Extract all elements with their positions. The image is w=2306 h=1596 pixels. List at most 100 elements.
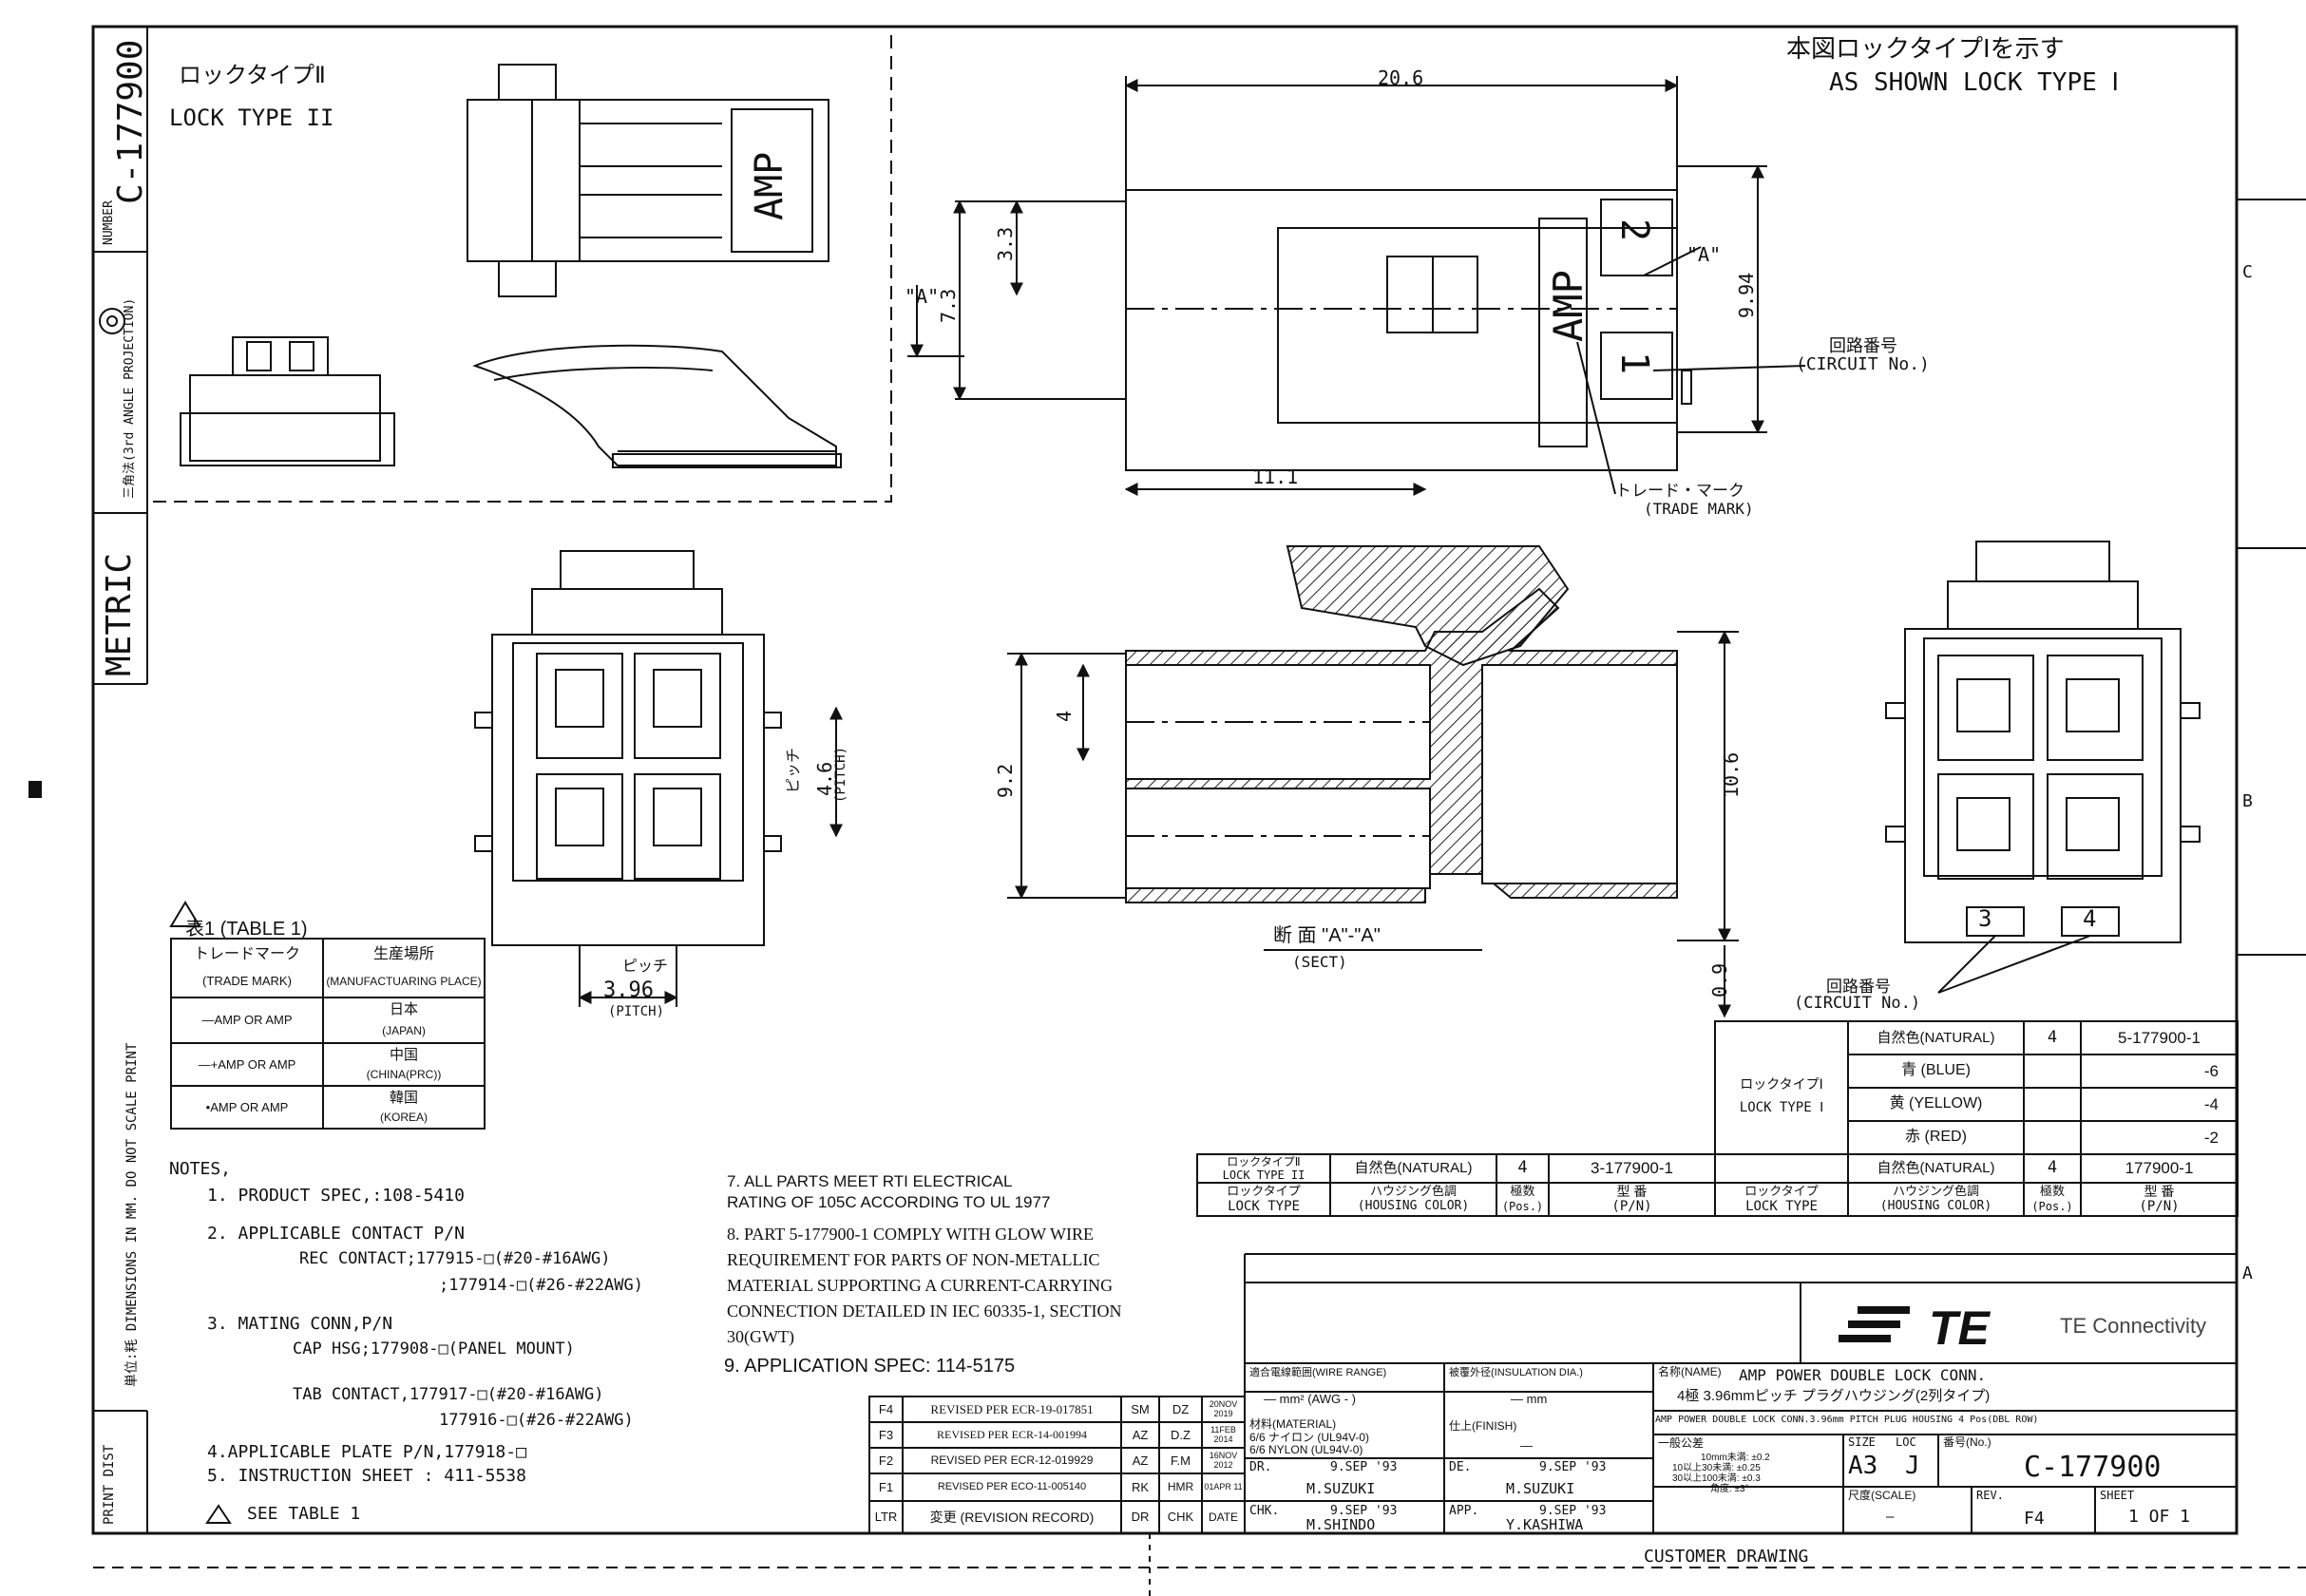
note-3b: TAB CONTACT,177917-□(#20-#16AWG): [293, 1385, 604, 1404]
pn-right-lock-jp: ロックタイプⅠ: [1740, 1075, 1823, 1092]
pn-left-color: 自然色(NATURAL): [1354, 1160, 1473, 1177]
pn-right-color-2: 黄 (YELLOW): [1889, 1095, 1983, 1112]
rev-label: REV.: [1976, 1489, 2004, 1502]
section-a-left: "A": [905, 285, 940, 308]
product-name-1: AMP POWER DOUBLE LOCK CONN.: [1739, 1366, 1987, 1384]
wire-range-label: 適合電線範囲(WIRE RANGE): [1249, 1367, 1387, 1378]
header-lock-type-jp: 本図ロックタイプⅠを示す: [1786, 34, 2065, 63]
pn-left-h-color-jp: ハウジング色調: [1369, 1184, 1457, 1199]
material-value: 6/6 NYLON (UL94V-0): [1249, 1443, 1363, 1456]
table1-title: 表1 (TABLE 1): [185, 919, 308, 940]
pn-right-color-0: 自然色(NATURAL): [1877, 1029, 1995, 1046]
rev-date-0: 20NOV 2019: [1209, 1399, 1238, 1418]
tolerance-label: 一般公差: [1658, 1436, 1705, 1450]
lock-type-2-jp: ロックタイプⅡ: [179, 63, 326, 88]
chk-name: M.SHINDO: [1306, 1516, 1376, 1533]
tolerance-3: 30以上100未満: ±0.3: [1672, 1473, 1761, 1484]
note-8c: MATERIAL SUPPORTING A CURRENT-CARRYING: [727, 1276, 1114, 1295]
print-dist-label: PRINT DIST: [102, 1444, 117, 1525]
pn-right-h-pos-jp: 極数: [2039, 1184, 2065, 1199]
pn-right-h-lock-jp: ロックタイプ: [1744, 1184, 1819, 1199]
pn-right-h-color-jp: ハウジング色調: [1892, 1184, 1979, 1199]
pn-right-pn-4: 177900-1: [2125, 1159, 2194, 1178]
pitch-jp: ピッチ: [622, 959, 669, 975]
dim-9-94: 9.94: [1735, 272, 1758, 318]
notes-title: NOTES,: [169, 1159, 232, 1179]
pitch-label: (PITCH): [608, 1004, 665, 1019]
note-8a: 8. PART 5-177900-1 COMPLY WITH GLOW WIRE: [727, 1225, 1094, 1244]
note-8b: REQUIREMENT FOR PARTS OF NON-METALLIC: [727, 1250, 1100, 1269]
note-8e: 30(GWT): [727, 1327, 794, 1346]
app-date: 9.SEP '93: [1539, 1504, 1607, 1518]
zone-letter-c: C: [2242, 262, 2253, 282]
dim-10-6: 10.6: [1720, 751, 1743, 798]
tolerance-1: 10mm未満: ±0.2: [1701, 1453, 1770, 1463]
rev-ltr-2: F2: [878, 1453, 894, 1468]
pn-right-pos-0: 4: [2047, 1027, 2058, 1047]
rev-chk-1: D.Z: [1171, 1427, 1191, 1442]
sheet-value: 1 OF 1: [2128, 1507, 2191, 1527]
drawing-no-label: 番号(No.): [1943, 1435, 1992, 1449]
rev-chk-2: F.M: [1171, 1453, 1191, 1468]
rev-value: F4: [2024, 1509, 2045, 1529]
pn-right-h-lock: LOCK TYPE: [1745, 1198, 1818, 1214]
dr-date: 9.SEP '93: [1330, 1460, 1398, 1474]
rev-desc-2: REVISED PER ECR-12-019929: [930, 1454, 1094, 1468]
dim-3-96: 3.96: [603, 978, 654, 1002]
pn-left-h-pn: (P/N): [1611, 1198, 1652, 1214]
circuit-number-1: 1: [1612, 351, 1657, 375]
wire-range-value: — mm² (AWG - ): [1264, 1392, 1356, 1406]
pn-left-pn: 3-177900-1: [1591, 1159, 1673, 1178]
pn-left-h-lock: LOCK TYPE: [1228, 1198, 1300, 1214]
pn-right-pn-3: -2: [2203, 1128, 2219, 1147]
table1-header-mark-jp: トレードマーク: [193, 945, 300, 962]
table1-place-jp-1: 中国: [389, 1047, 418, 1064]
rev-ltr-0: F4: [878, 1401, 894, 1416]
rev-h-ltr: LTR: [874, 1510, 898, 1525]
pn-left-pos: 4: [1517, 1158, 1528, 1178]
pn-right-pn-0: 5-177900-1: [2118, 1028, 2201, 1047]
rev-ltr-1: F3: [878, 1427, 894, 1442]
note-2: 2. APPLICABLE CONTACT P/N: [207, 1224, 465, 1244]
circuit-number-3: 3: [1978, 905, 1992, 932]
dim-0-9: 0.9: [1708, 962, 1731, 998]
note-3: 3. MATING CONN,P/N: [207, 1314, 393, 1334]
product-name-2: 4極 3.96mmピッチ プラグハウジング(2列タイプ): [1677, 1388, 1991, 1404]
dim-4: 4: [1053, 710, 1076, 722]
pn-right-h-pos: (Pos.): [2031, 1199, 2073, 1213]
number-label: NUMBER: [102, 200, 116, 245]
trade-mark-label: (TRADE MARK): [1644, 500, 1754, 518]
table1-place-1: (CHINA(PRC)): [366, 1067, 442, 1081]
rev-date-1: 11FEB 2014: [1210, 1425, 1236, 1444]
pn-right-color-4: 自然色(NATURAL): [1877, 1160, 1995, 1177]
rev-chk-0: DZ: [1172, 1401, 1190, 1416]
table1-mark-1: —+AMP OR AMP: [198, 1056, 296, 1072]
pn-left-h-pos-jp: 極数: [1510, 1184, 1535, 1199]
pn-right-pn-1: -6: [2203, 1061, 2219, 1080]
circuit-number-2: 2: [1612, 218, 1657, 242]
rev-h-dr: DR: [1131, 1510, 1150, 1525]
sheet-label: SHEET: [2100, 1489, 2135, 1502]
table1-place-jp-2: 韓国: [389, 1090, 418, 1107]
pitch-label-vertical: (PITCH): [833, 746, 848, 803]
note-5: 5. INSTRUCTION SHEET : 411-5538: [207, 1466, 526, 1486]
insulation-value: — mm: [1511, 1392, 1548, 1406]
chk-date: 9.SEP '93: [1330, 1504, 1398, 1518]
rev-desc-0: REVISED PER ECR-19-017851: [930, 1401, 1094, 1416]
pn-left-h-lock-jp: ロックタイプ: [1227, 1184, 1301, 1199]
pn-left-lock-jp: ロックタイプⅡ: [1227, 1154, 1301, 1168]
dim-20-6: 20.6: [1378, 66, 1424, 89]
note-7a: 7. ALL PARTS MEET RTI ELECTRICAL: [727, 1172, 1013, 1190]
table1-mark-0: —AMP OR AMP: [201, 1013, 293, 1028]
note-1: 1. PRODUCT SPEC,:108-5410: [207, 1186, 465, 1206]
dim-11-1: 11.1: [1252, 466, 1299, 488]
rev-ltr-3: F1: [878, 1479, 894, 1494]
note-2a: REC CONTACT;177915-□(#20-#16AWG): [299, 1249, 611, 1268]
rev-dr-1: AZ: [1132, 1427, 1149, 1442]
note-3c: 177916-□(#26-#22AWG): [439, 1411, 634, 1430]
rev-h-desc: 変更 (REVISION RECORD): [929, 1509, 1095, 1525]
size-value: A3: [1848, 1452, 1878, 1480]
rev-desc-1: REVISED PER ECR-14-001994: [936, 1428, 1087, 1442]
chk-label: CHK.: [1249, 1504, 1280, 1518]
